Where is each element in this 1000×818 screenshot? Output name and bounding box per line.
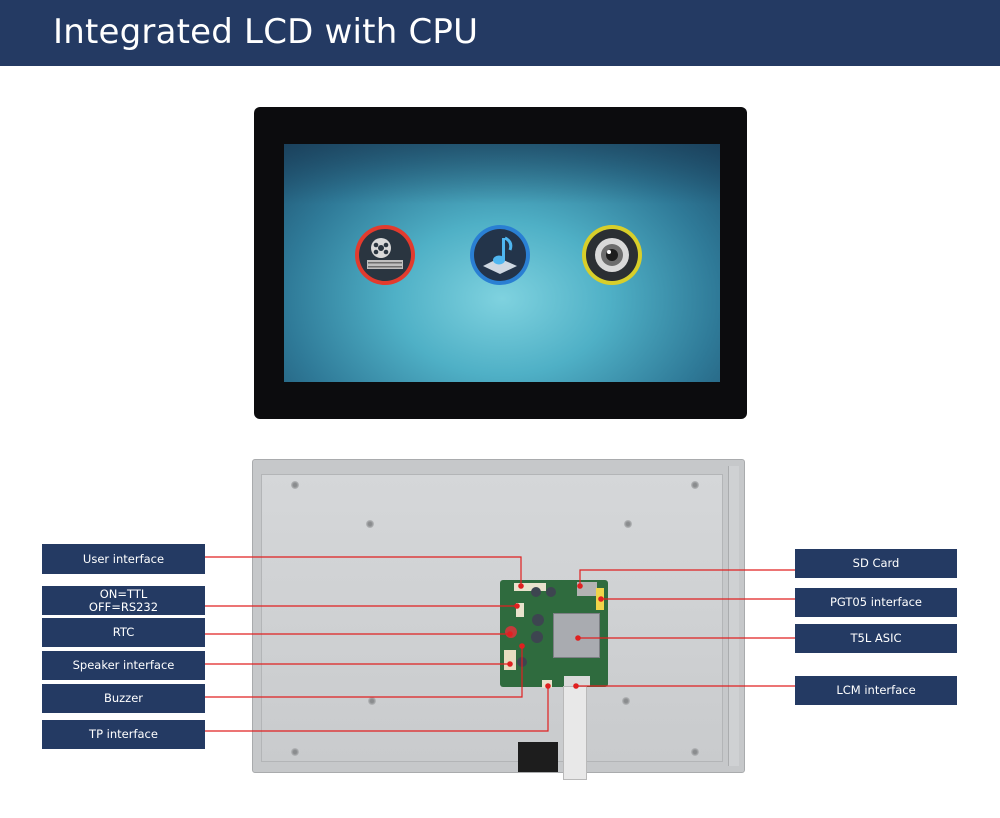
title-bar: Integrated LCD with CPU: [0, 0, 1000, 66]
mounting-screw: [366, 520, 374, 528]
mounting-screw: [291, 748, 299, 756]
label-lcm-interface: LCM interface: [795, 676, 957, 705]
label-text: RTC: [112, 625, 135, 639]
label-text-line1: ON=TTL: [99, 586, 148, 601]
label-text: SD Card: [852, 556, 900, 570]
mounting-screw: [691, 481, 699, 489]
label-text: TP interface: [89, 727, 158, 741]
label-pgt05-interface: PGT05 interface: [795, 588, 957, 617]
lcm-flex-cable: [563, 686, 587, 780]
t5l-asic-chip: [553, 613, 600, 658]
camera-lens-icon: [582, 225, 642, 285]
film-reel-icon: [355, 225, 415, 285]
label-text: PGT05 interface: [829, 595, 923, 609]
lcd-front-view: [254, 107, 747, 419]
label-text: LCM interface: [836, 683, 916, 697]
label-t5l-asic: T5L ASIC: [795, 624, 957, 653]
label-text: Speaker interface: [72, 658, 175, 672]
mounting-screw: [691, 748, 699, 756]
rear-panel-side-rail: [728, 466, 739, 766]
label-text: User interface: [82, 551, 165, 566]
mounting-screw: [368, 697, 376, 705]
mounting-screw: [624, 520, 632, 528]
mounting-screw: [291, 481, 299, 489]
label-ttl-rs232: ON=TTL OFF=RS232: [42, 586, 205, 615]
label-rtc: RTC: [42, 618, 205, 647]
lcd-rear-panel: [252, 459, 745, 773]
label-sd-card: SD Card: [795, 549, 957, 578]
music-note-icon: [470, 225, 530, 285]
label-user-interface: User interface: [42, 544, 205, 574]
label-buzzer: Buzzer: [42, 684, 205, 713]
label-text: Buzzer: [103, 691, 144, 705]
label-tp-interface: TP interface: [42, 720, 205, 749]
label-text-line2: OFF=RS232: [88, 599, 159, 614]
label-speaker-interface: Speaker interface: [42, 651, 205, 680]
rear-panel-plate: [261, 474, 723, 762]
lcd-screen: [284, 144, 720, 382]
tp-connector: [518, 742, 558, 772]
page-title: Integrated LCD with CPU: [53, 12, 479, 52]
mounting-screw: [622, 697, 630, 705]
label-text: T5L ASIC: [850, 631, 902, 645]
